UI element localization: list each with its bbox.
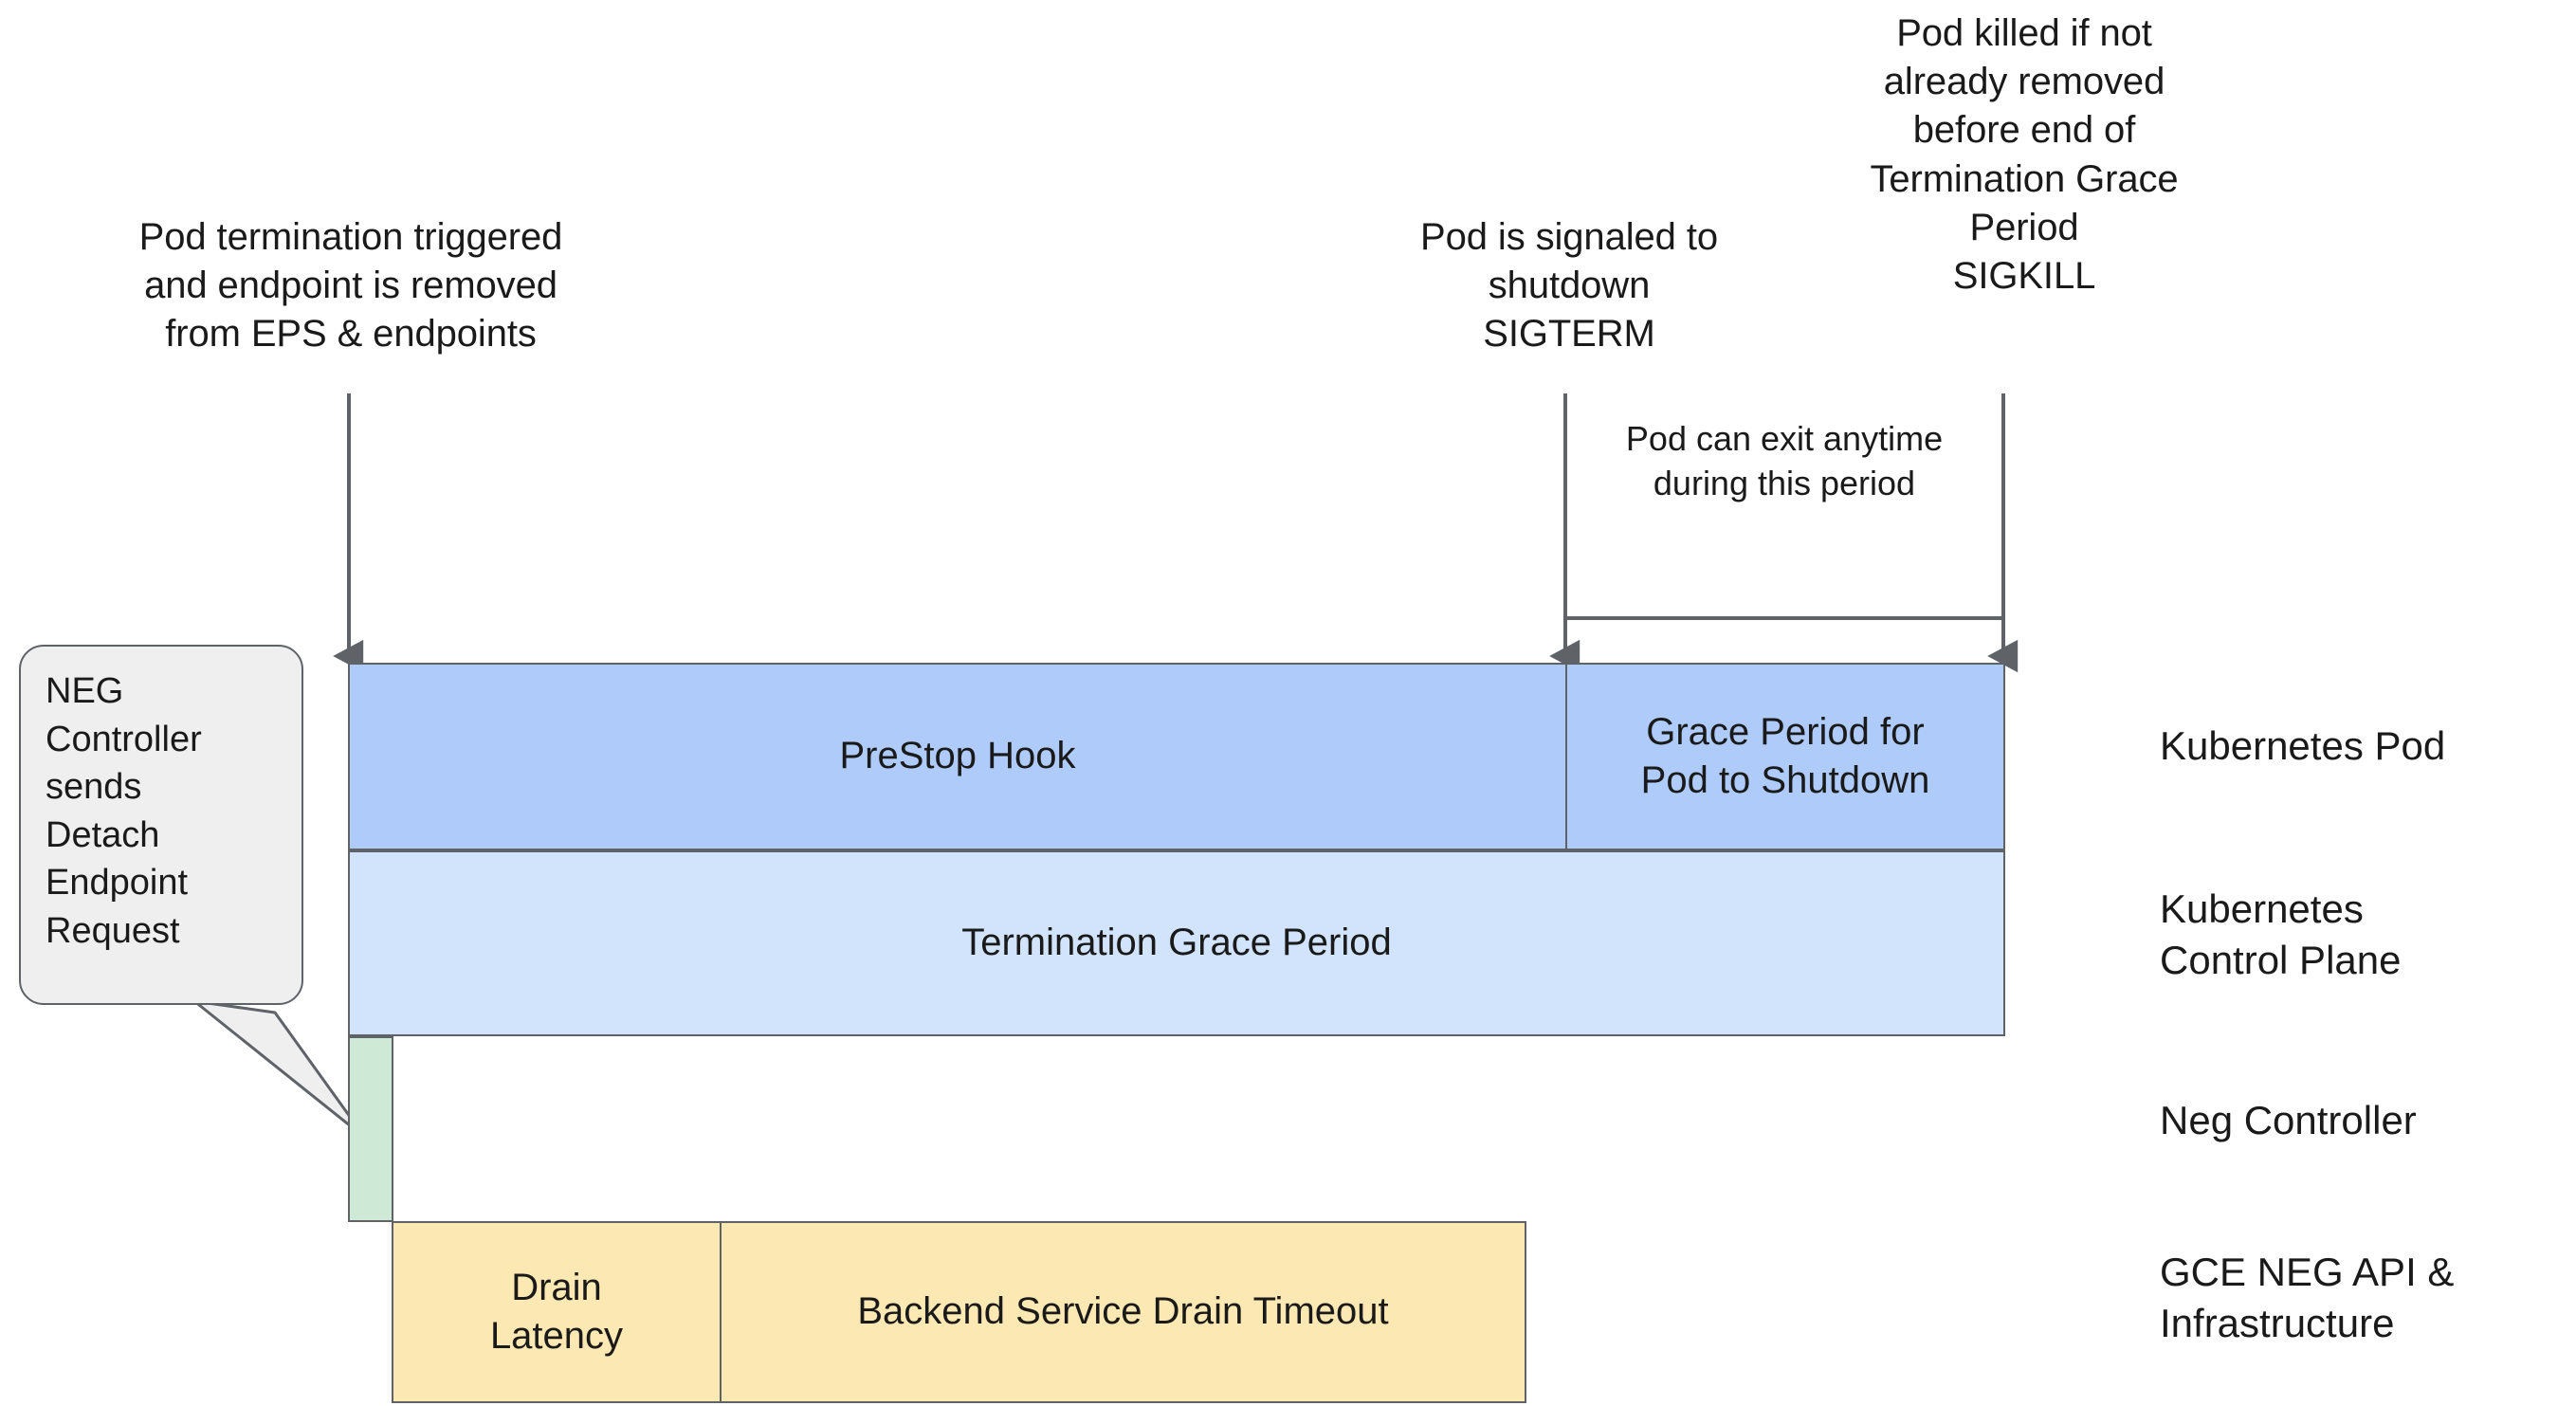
annotation-pod-can-exit: Pod can exit anytime during this period <box>1625 419 1944 502</box>
row-label-neg-controller: Neg Controller <box>2160 1098 2417 1142</box>
annotation-pod-killed-sigkill: Pod killed if not already removed before… <box>1870 12 2179 297</box>
callout-neg-detach-endpoint[interactable]: NEG Controller sends Detach Endpoint Req… <box>19 645 303 1005</box>
bar-neg-controller[interactable] <box>348 1036 393 1222</box>
row-label-kubernetes-control-plane: Kubernetes Control Plane <box>2160 886 2402 982</box>
bar-prestop-hook[interactable]: PreStop Hook <box>348 663 1567 850</box>
annotation-pod-termination-triggered: Pod termination triggered and endpoint i… <box>138 216 563 356</box>
bar-termination-grace-period[interactable]: Termination Grace Period <box>348 850 2005 1036</box>
bar-backend-service-drain-timeout[interactable]: Backend Service Drain Timeout <box>720 1221 1526 1403</box>
annotation-pod-signaled-shutdown: Pod is signaled to shutdown SIGTERM <box>1420 216 1718 356</box>
row-label-kubernetes-pod: Kubernetes Pod <box>2160 723 2446 768</box>
bar-drain-latency[interactable]: Drain Latency <box>392 1221 722 1403</box>
callout-tail <box>192 999 367 1140</box>
bar-grace-period-pod-shutdown[interactable]: Grace Period for Pod to Shutdown <box>1565 663 2005 850</box>
row-label-gce-neg-api: GCE NEG API & Infrastructure <box>2160 1250 2455 1345</box>
